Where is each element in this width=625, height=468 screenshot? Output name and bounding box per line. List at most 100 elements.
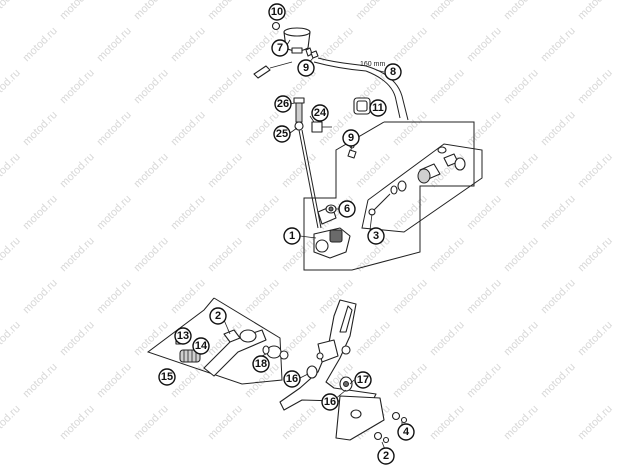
watermark-text: motod.ru [465,193,504,232]
svg-text:7: 7 [277,42,283,54]
svg-text:6: 6 [344,203,350,215]
svg-text:18: 18 [255,358,267,370]
hose-length-label: 160 mm [360,61,385,68]
watermark-text: motod.ru [391,361,430,400]
svg-text:24: 24 [314,107,327,119]
watermark-text: motod.ru [58,151,97,190]
watermark-text: motod.ru [206,67,245,106]
watermark-text: motod.ru [539,193,578,232]
svg-text:10: 10 [271,6,283,18]
svg-text:9: 9 [303,62,309,74]
watermark-text: motod.ru [95,193,134,232]
watermark-text: motod.ru [576,319,615,358]
watermark-text: motod.ru [58,319,97,358]
watermark-text: motod.ru [206,151,245,190]
watermark-text: motod.ru [354,151,393,190]
watermark-text: motod.ru [169,25,208,64]
svg-text:25: 25 [276,128,288,140]
callout-13: 13 [174,327,192,345]
watermark-text: motod.ru [354,319,393,358]
watermark-text: motod.ru [502,0,541,22]
watermark-text: motod.ru [169,193,208,232]
watermark-text: motod.ru [95,25,134,64]
watermark-text: motod.ru [465,361,504,400]
watermark-text: motod.ru [206,403,245,442]
watermark-text: motod.ru [21,25,60,64]
callout-17: 17 [354,371,372,389]
callout-6: 6 [338,200,356,218]
watermark-text: motod.ru [0,403,23,442]
watermark-text: motod.ru [95,277,134,316]
watermark-text: motod.ru [391,277,430,316]
washer-16a [306,365,318,379]
watermark-text: motod.ru [206,0,245,22]
watermark-text: motod.ru [169,109,208,148]
spacer-17 [350,409,362,419]
watermark-text: motod.ru [132,0,171,22]
watermark-text: motod.ru [502,403,541,442]
callout-3: 3 [367,227,385,245]
hose-clamp [353,97,371,115]
svg-text:11: 11 [372,102,384,114]
watermark-text: motod.ru [243,193,282,232]
brake-lever-group-frame [146,297,283,385]
watermark-text: motod.ru [0,151,23,190]
watermark-text: motod.ru [132,319,171,358]
repair-kit-frame [361,143,483,233]
watermark-text: motod.ru [539,109,578,148]
watermark-text: motod.ru [95,361,134,400]
watermark-text: motod.ru [95,109,134,148]
callout-9: 9 [297,59,315,77]
watermark-text: motod.ru [21,193,60,232]
callout-11: 11 [369,99,387,117]
callout-7: 7 [271,39,289,57]
watermark-text: motod.ru [428,67,467,106]
svg-text:16: 16 [286,373,298,385]
watermark-text: motod.ru [428,0,467,22]
svg-text:2: 2 [215,310,221,322]
watermark-text: motod.ru [132,235,171,274]
svg-text:4: 4 [403,426,410,438]
seal-6 [325,204,337,214]
watermark-text: motod.ru [502,151,541,190]
watermark-text: motod.ru [21,361,60,400]
watermark-text: motod.ru [428,319,467,358]
callout-25: 25 [273,125,291,143]
watermark-text: motod.ru [58,235,97,274]
callout-2b: 2 [377,447,395,465]
callout-16: 16 [283,370,301,388]
watermark-text: motod.ru [169,277,208,316]
watermark-text: motod.ru [576,235,615,274]
watermark-text: motod.ru [132,67,171,106]
svg-text:1: 1 [289,230,295,242]
master-cylinder-group-frame [303,121,475,271]
callout-9b: 9 [342,129,360,147]
clevis-pin [311,121,332,133]
svg-text:16: 16 [324,396,336,408]
watermark-text: motod.ru [576,151,615,190]
watermark-text: motod.ru [502,319,541,358]
svg-text:13: 13 [177,330,189,342]
repair-kit-parts [368,146,466,216]
watermark-text: motod.ru [58,403,97,442]
watermark-text: motod.ru [0,235,23,274]
svg-text:9: 9 [348,132,354,144]
cap-nut [271,21,281,31]
callout-10: 10 [268,3,286,21]
callout-4: 4 [397,423,415,441]
watermark-text: motod.ru [58,67,97,106]
watermark-text: motod.ru [428,403,467,442]
callout-8: 8 [384,63,402,81]
nut-2 [373,431,390,444]
watermark-text: motod.ru [132,403,171,442]
watermark-text: motod.ru [502,235,541,274]
watermark-text: motod.ru [243,277,282,316]
reservoir [283,27,311,54]
watermark-text: motod.ru [0,319,23,358]
callout-24: 24 [311,104,329,122]
watermark-text: motod.ru [576,403,615,442]
watermark-text: motod.ru [132,151,171,190]
watermark-text: motod.ru [354,0,393,22]
watermark-text: motod.ru [21,277,60,316]
